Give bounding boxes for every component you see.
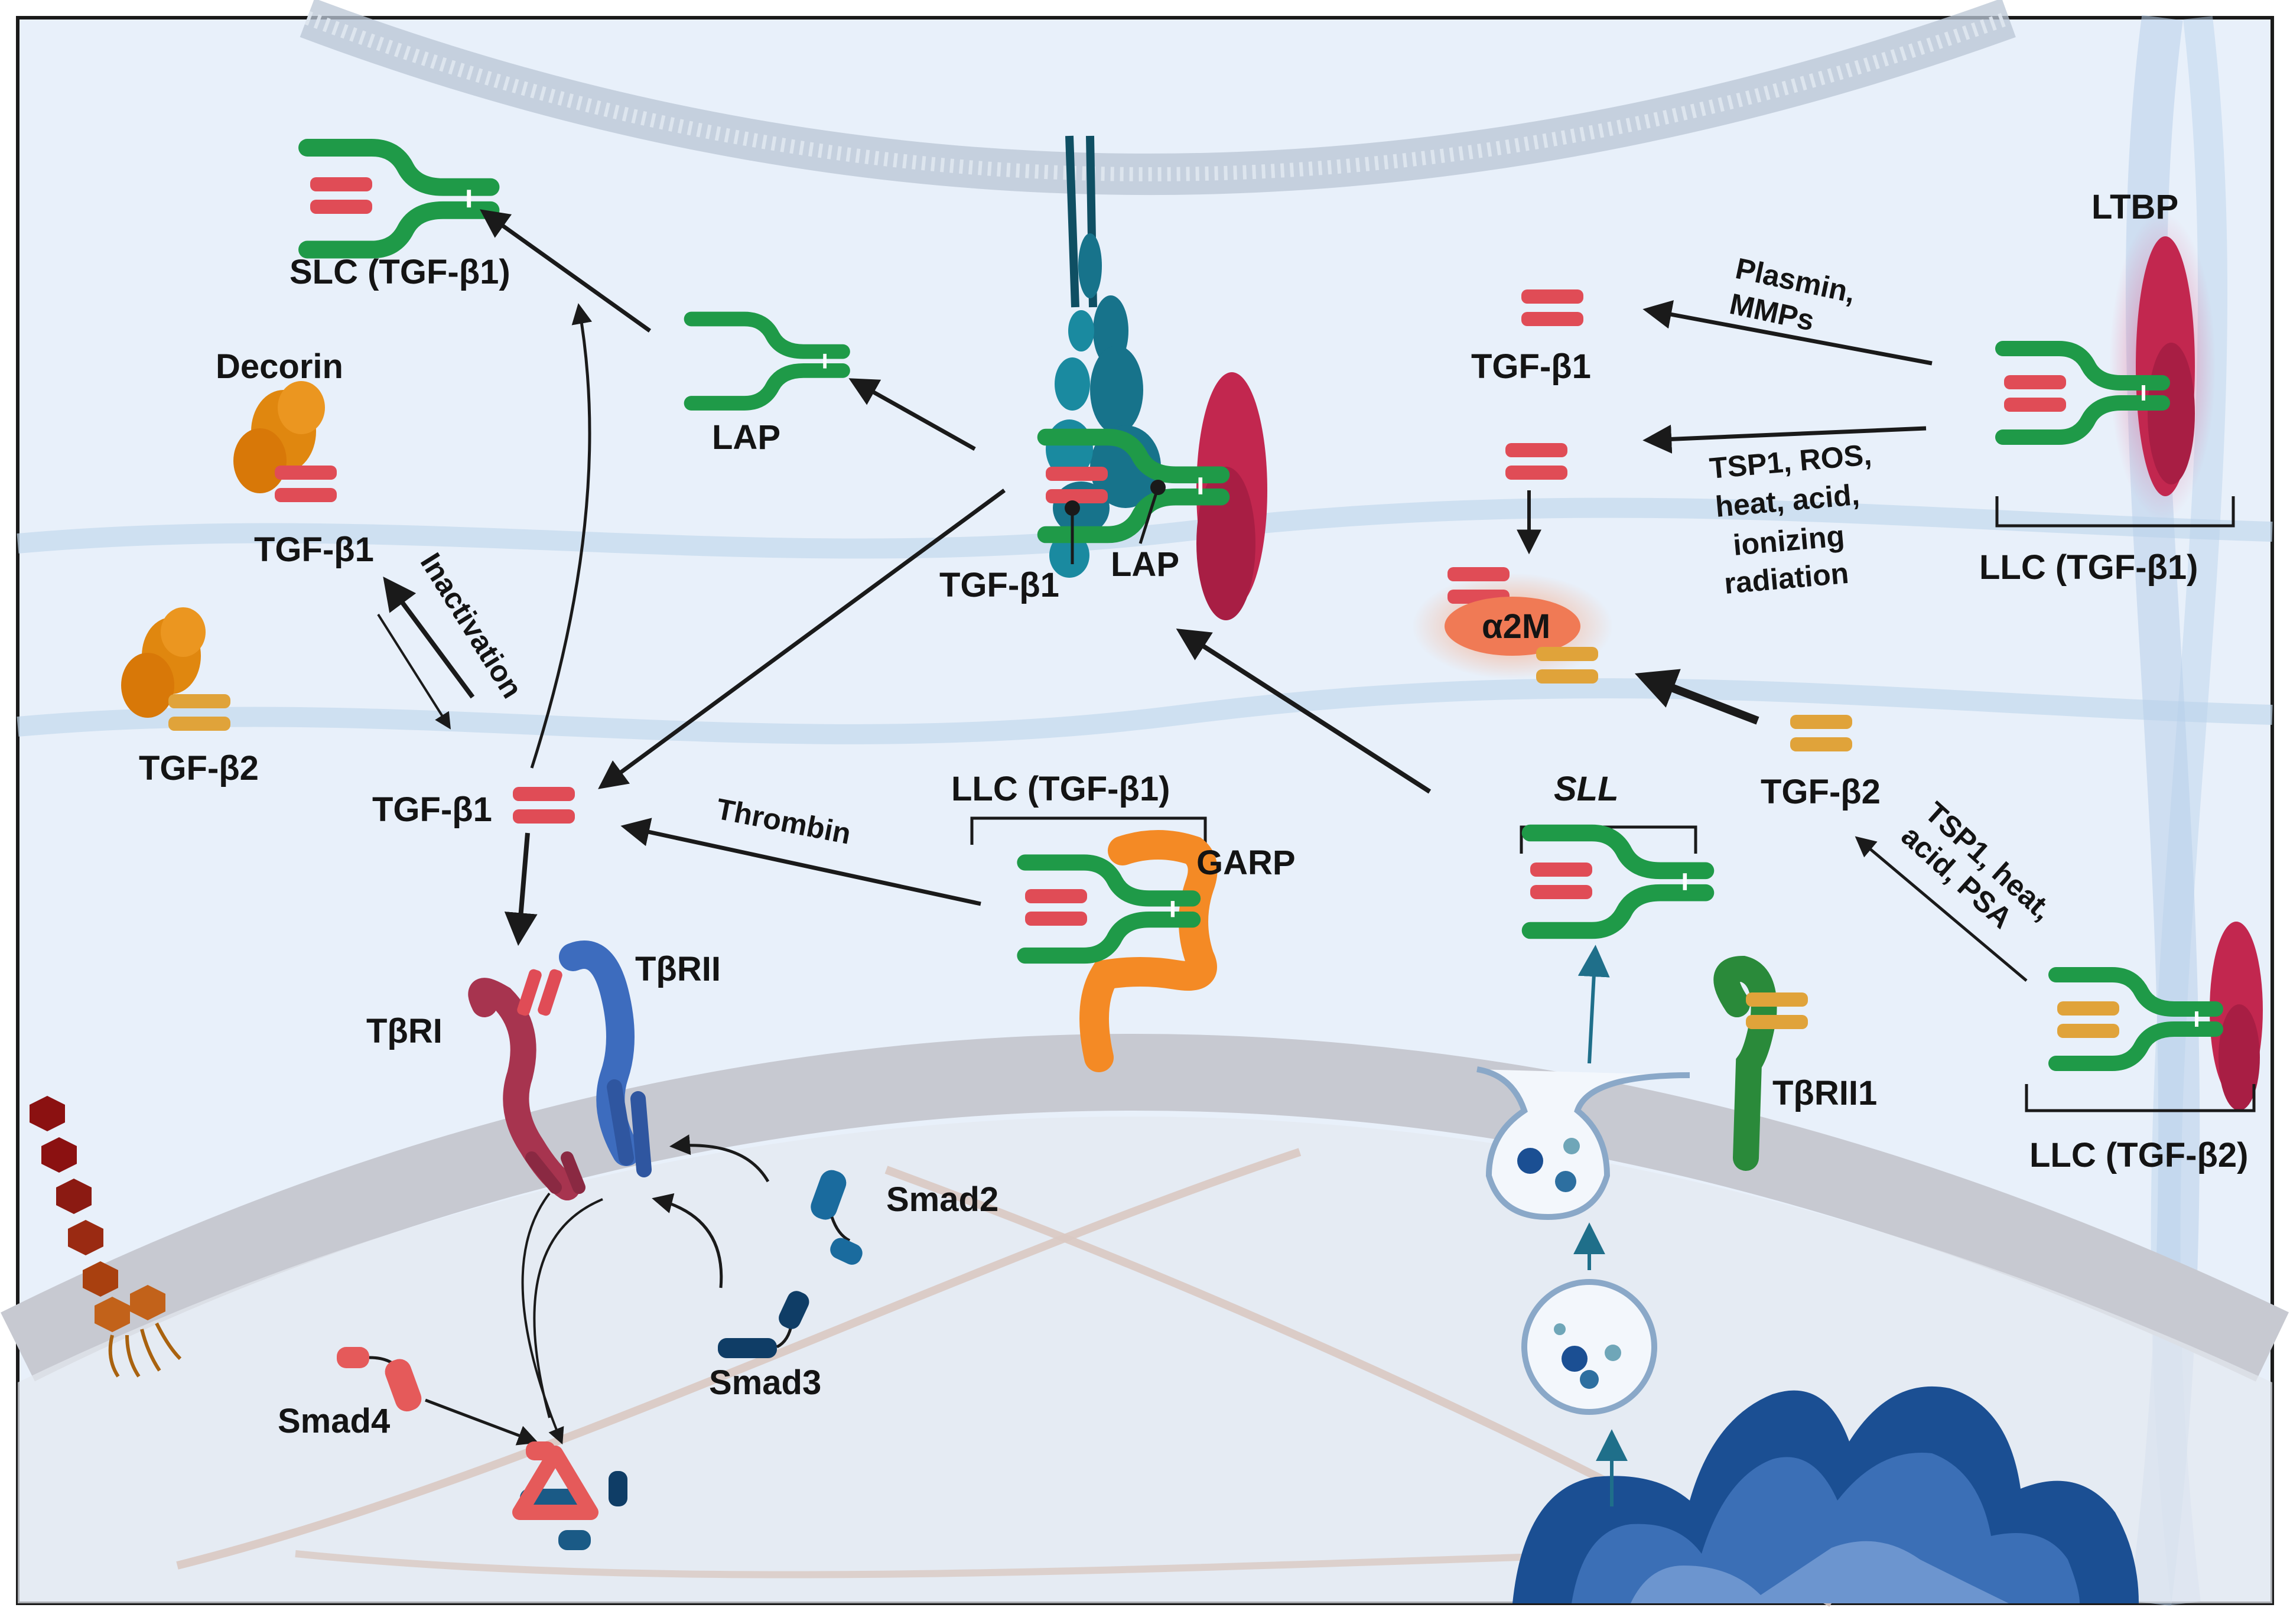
garp-label: GARP (1196, 844, 1296, 882)
smad2-protein (811, 1170, 863, 1265)
llc-garp-bracket (970, 816, 1207, 845)
decorin-protein (233, 381, 325, 493)
a2m-label: α2M (1482, 607, 1550, 646)
llc-ltbp-bracket (1995, 496, 2235, 528)
smad3-label: Smad3 (709, 1363, 821, 1402)
lap-to-slc-arrow (480, 209, 652, 333)
tgfb1-integrin-label: TGF-β1 (939, 566, 1059, 604)
smad4-to-complex-arrow (425, 1398, 539, 1446)
tgfb1-to-slc-arrow (530, 303, 593, 769)
tbrii-receptor (559, 940, 652, 1177)
ecm-fiber-upper (17, 497, 2273, 559)
secretory-vesicle (1521, 1279, 1657, 1415)
tgfb2-decorin-label: TGF-β2 (139, 749, 259, 787)
sll-bracket (1520, 825, 1697, 854)
receptor-bound-tgfb1 (517, 969, 562, 1016)
exocytosis-vesicle (1476, 1066, 1690, 1221)
plasmin-arrow (1642, 300, 1933, 366)
smad2-label: Smad2 (886, 1180, 998, 1219)
lower-cell-membrane (1, 1034, 2289, 1382)
ltbp-protein (2136, 236, 2195, 496)
lap-integrin-label: LAP (1111, 545, 1179, 584)
tgfb1-decorin-label: TGF-β1 (254, 531, 374, 569)
tgfb2-to-a2m-arrow (1634, 669, 1759, 725)
tgfb2-right-label: TGF-β2 (1761, 773, 1881, 811)
decorin-label: Decorin (216, 347, 343, 386)
garp-protein (1079, 830, 1218, 1072)
lap-free-label: LAP (712, 418, 780, 457)
llc-ltbp-label: LLC (TGF-β1) (1979, 548, 2198, 587)
smad2-to-receptor-arrow (669, 1134, 770, 1183)
llc-tgfb2-label: LLC (TGF-β2) (2029, 1136, 2248, 1174)
tbrii1-receptor (1713, 955, 1777, 1171)
secretion-arrow (1577, 945, 1610, 1064)
smad-complex (512, 1441, 627, 1550)
alpha2m-protein (1445, 597, 1580, 656)
inactivation-arrow-up (383, 577, 475, 699)
integrin-activation-arrow (598, 489, 1006, 789)
thrombin-arrow (620, 818, 981, 906)
sll-to-integrin-arrow (1176, 628, 1432, 794)
tgfb1-to-receptor-arrow (504, 832, 538, 946)
smad4-protein (337, 1347, 422, 1412)
ecm-fiber-lower (17, 678, 2273, 744)
tbri-label: TβRI (366, 1012, 443, 1050)
tgfb1-top-right-label: TGF-β1 (1471, 347, 1591, 386)
sll-label: SLL (1554, 770, 1619, 808)
proteoglycan-chain (30, 1096, 182, 1378)
golgi-apparatus (1512, 1386, 2139, 1603)
tbrii1-label: TβRII1 (1772, 1074, 1877, 1112)
tsp1-heat-arrow (1855, 836, 2028, 982)
tbri-receptor (468, 978, 585, 1200)
ltbp-tgfb2-protein (2210, 922, 2263, 1111)
smad3-protein (718, 1291, 809, 1358)
llc-garp-label: LLC (TGF-β1) (951, 770, 1170, 808)
smad3-to-receptor-arrow (652, 1193, 723, 1288)
slc-label: SLC (TGF-β1) (289, 253, 510, 291)
inactivation-arrow-down (377, 613, 451, 730)
tgfb1-left-label: TGF-β1 (372, 790, 492, 829)
tsp1-arrow (1642, 424, 1927, 454)
smad4-label: Smad4 (278, 1402, 390, 1440)
tbrii-label: TβRII (635, 950, 721, 988)
ltbp-label: LTBP (2091, 188, 2178, 226)
decorin-tgfb2-protein (121, 607, 206, 718)
integrin-to-lap-arrow (848, 378, 976, 451)
llc-tgfb2-bracket (2025, 1084, 2256, 1112)
